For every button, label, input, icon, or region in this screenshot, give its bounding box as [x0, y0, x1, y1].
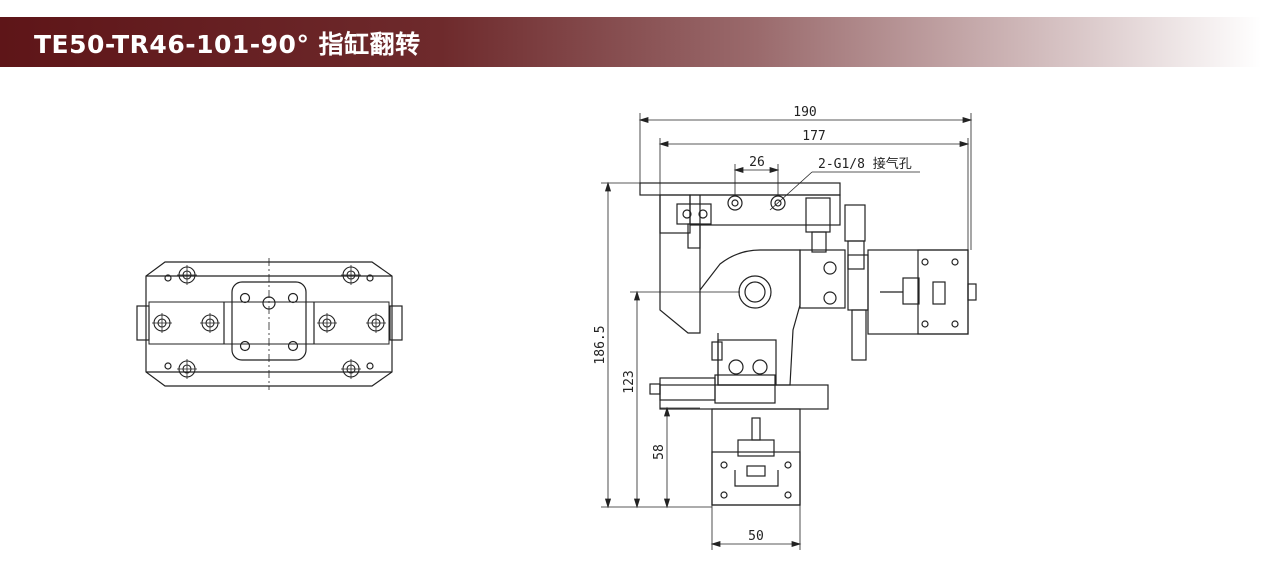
dimension-lines — [601, 113, 973, 550]
dim-lower-height: 58 — [652, 444, 667, 460]
dim-pivot-height: 123 — [622, 370, 637, 393]
dim-port-spacing: 26 — [749, 155, 765, 170]
title-banner: TE50-TR46-101-90° 指缸翻转 — [0, 17, 1261, 67]
dim-body-width: 177 — [802, 129, 825, 144]
dim-lower-width: 50 — [748, 529, 764, 544]
dim-port-label: 2-G1/8 接气孔 — [818, 156, 912, 172]
dim-overall-width: 190 — [793, 105, 816, 120]
front-view — [639, 182, 977, 506]
dim-overall-height: 186.5 — [593, 325, 608, 364]
top-view — [136, 258, 403, 390]
page-title: TE50-TR46-101-90° 指缸翻转 — [34, 30, 421, 59]
